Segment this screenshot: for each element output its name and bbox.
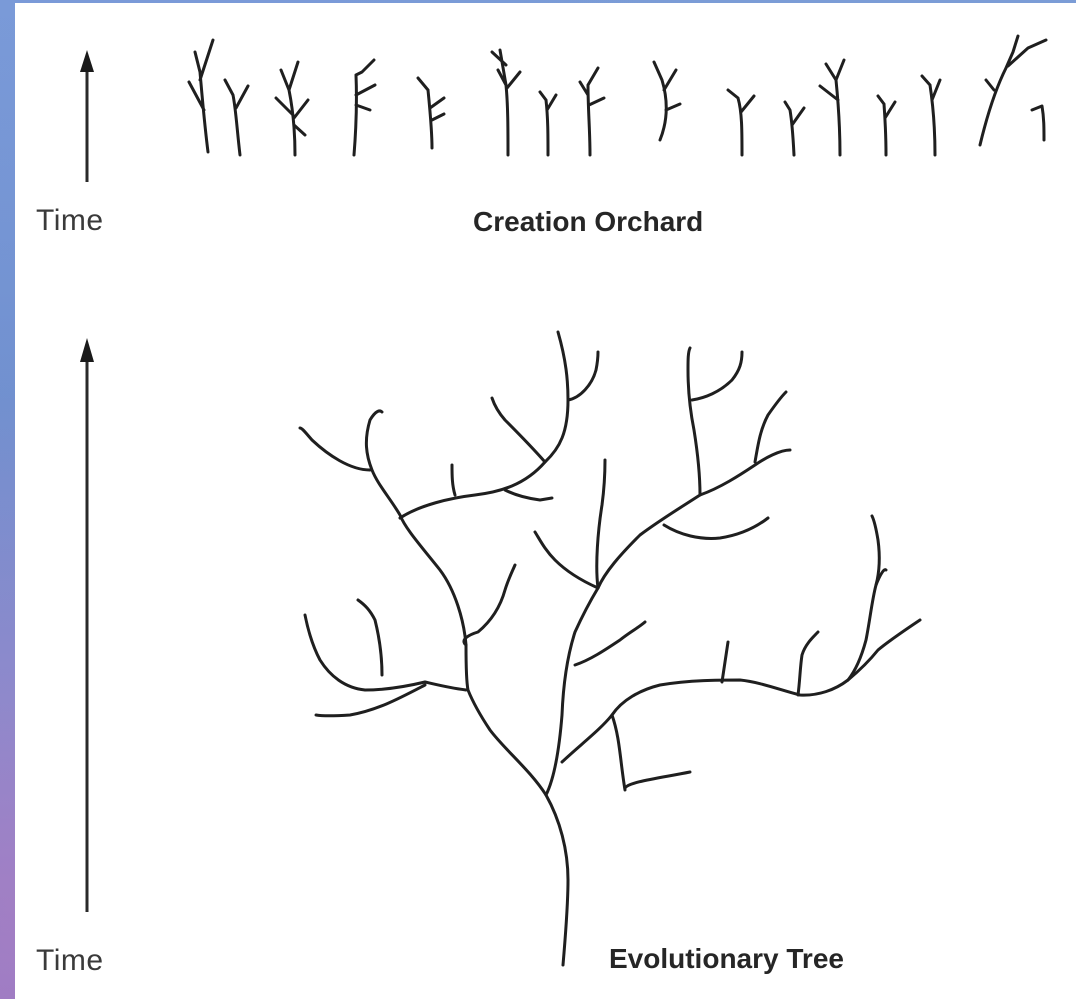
orchard-time-axis [80,50,94,182]
tree-title: Evolutionary Tree [609,943,844,975]
creation-orchard [189,36,1046,155]
orchard-tree [785,102,804,155]
orchard-tree [878,96,895,155]
orchard-tree [276,62,308,155]
evolutionary-tree [300,332,920,965]
tree-time-axis [80,338,94,912]
orchard-tree [820,60,844,155]
orchard-tree [189,40,213,152]
orchard-tree [654,62,680,140]
orchard-tree [728,90,754,155]
orchard-tree [1032,106,1044,140]
orchard-tree [418,78,444,148]
orchard-tree [225,80,248,155]
orchard-tree [980,36,1046,145]
orchard-tree [354,60,375,155]
orchard-title: Creation Orchard [473,206,703,238]
orchard-tree [922,76,940,155]
tree-time-label: Time [36,944,104,978]
orchard-time-label: Time [36,204,104,238]
orchard-tree [540,92,556,155]
orchard-tree [492,50,520,155]
orchard-tree [580,68,604,155]
